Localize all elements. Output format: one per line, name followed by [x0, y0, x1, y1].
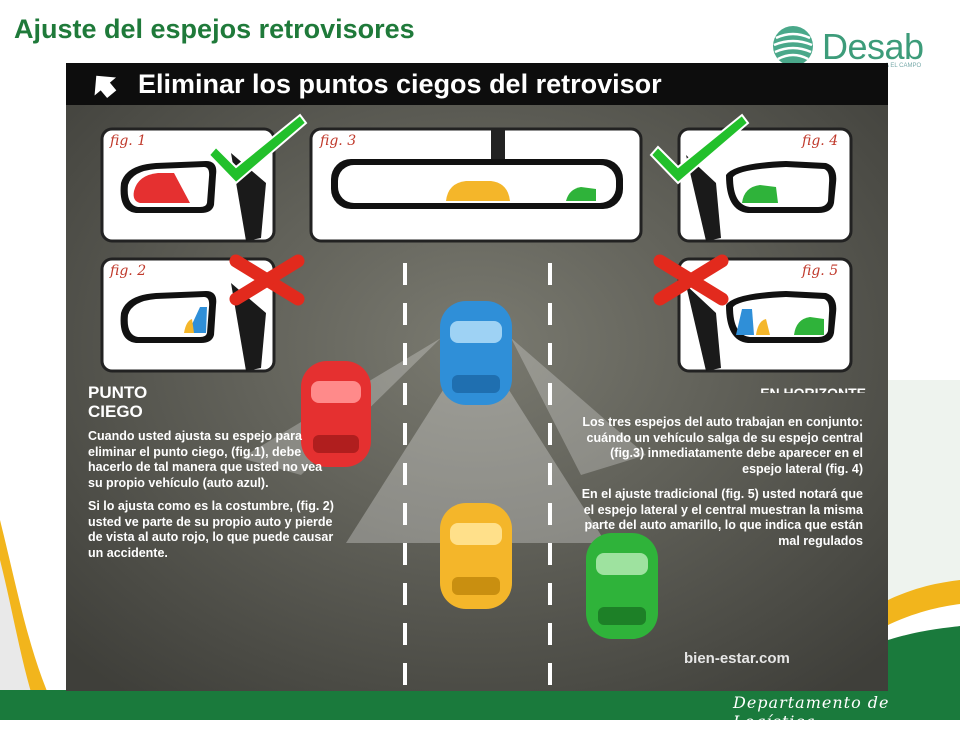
- fig2-side-mirror-panel: [100, 257, 276, 373]
- fig3-label: fig. 3: [320, 133, 357, 149]
- fig2-label: fig. 2: [110, 263, 147, 279]
- fig4-check-icon: [649, 113, 750, 185]
- fig2-cross-icon: [229, 254, 305, 306]
- fig1-label: fig. 1: [110, 133, 147, 149]
- horizon-paragraph-2: En el ajuste tradicional (fig. 5) usted …: [581, 487, 863, 548]
- source-watermark: bien-estar.com: [684, 650, 790, 667]
- fig5-cross-icon: [653, 254, 729, 306]
- infographic-header-bar: [66, 63, 888, 105]
- yellow-car-icon: [440, 503, 512, 609]
- logo-wordmark: Desab: [822, 26, 924, 67]
- red-car-icon: [301, 361, 371, 467]
- infographic-header-title: Eliminar los puntos ciegos del retroviso…: [138, 69, 662, 99]
- arrow-icon: [94, 75, 117, 99]
- blind-spot-text: Cuando usted ajusta su espejo para elimi…: [88, 429, 338, 569]
- slide-title: Ajuste del espejos retrovisores: [14, 14, 415, 44]
- green-car-icon: [586, 533, 658, 639]
- desab-logo-icon: [773, 26, 813, 66]
- fig4-label: fig. 4: [802, 133, 839, 149]
- blind-spot-paragraph-1: Cuando usted ajusta su espejo para elimi…: [88, 429, 323, 490]
- blind-spot-paragraph-2: Si lo ajusta como es la costumbre, (fig.…: [88, 499, 334, 560]
- horizon-paragraph-1: Los tres espejos del auto trabajan en co…: [582, 415, 863, 476]
- infographic-image: Eliminar los puntos ciegos del retroviso…: [66, 63, 888, 691]
- lane-markings: [403, 263, 552, 685]
- fig5-side-mirror-panel: [677, 257, 853, 373]
- horizon-heading: EN HORIZONTE: [760, 385, 866, 393]
- infographic-illustration: [66, 63, 888, 691]
- fig1-side-mirror-panel: [100, 127, 276, 243]
- blind-spot-heading: PUNTO CIEGO: [88, 383, 148, 421]
- fig1-check-icon: [207, 113, 308, 185]
- fig3-center-mirror-panel: [309, 127, 643, 243]
- horizon-text: Los tres espejos del auto trabajan en co…: [581, 415, 863, 559]
- fig4-side-mirror-panel: [677, 127, 853, 243]
- footer-department: Departamento de Logística: [733, 693, 890, 731]
- blue-car-icon: [440, 301, 512, 405]
- logo-tagline: A EL CAMPO: [885, 63, 922, 69]
- fig5-label: fig. 5: [802, 263, 839, 279]
